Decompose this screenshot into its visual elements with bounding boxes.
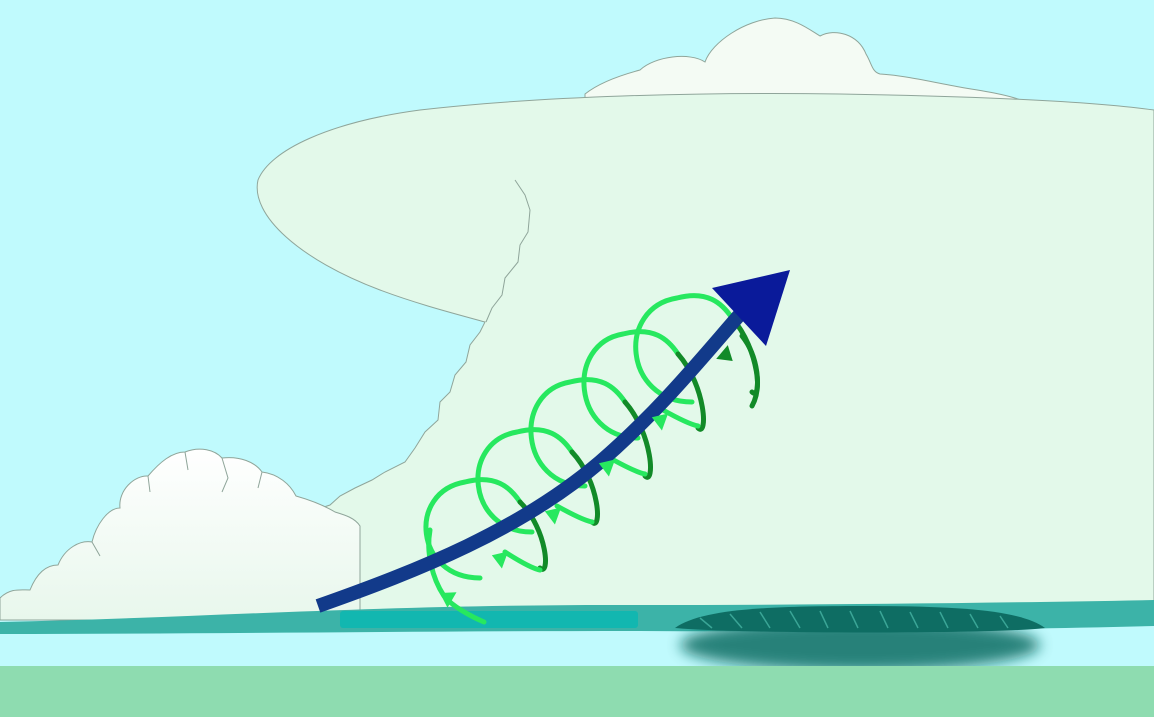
ground xyxy=(0,666,1154,717)
inflow-band xyxy=(340,611,638,628)
precipitation-shaft xyxy=(675,606,1045,671)
